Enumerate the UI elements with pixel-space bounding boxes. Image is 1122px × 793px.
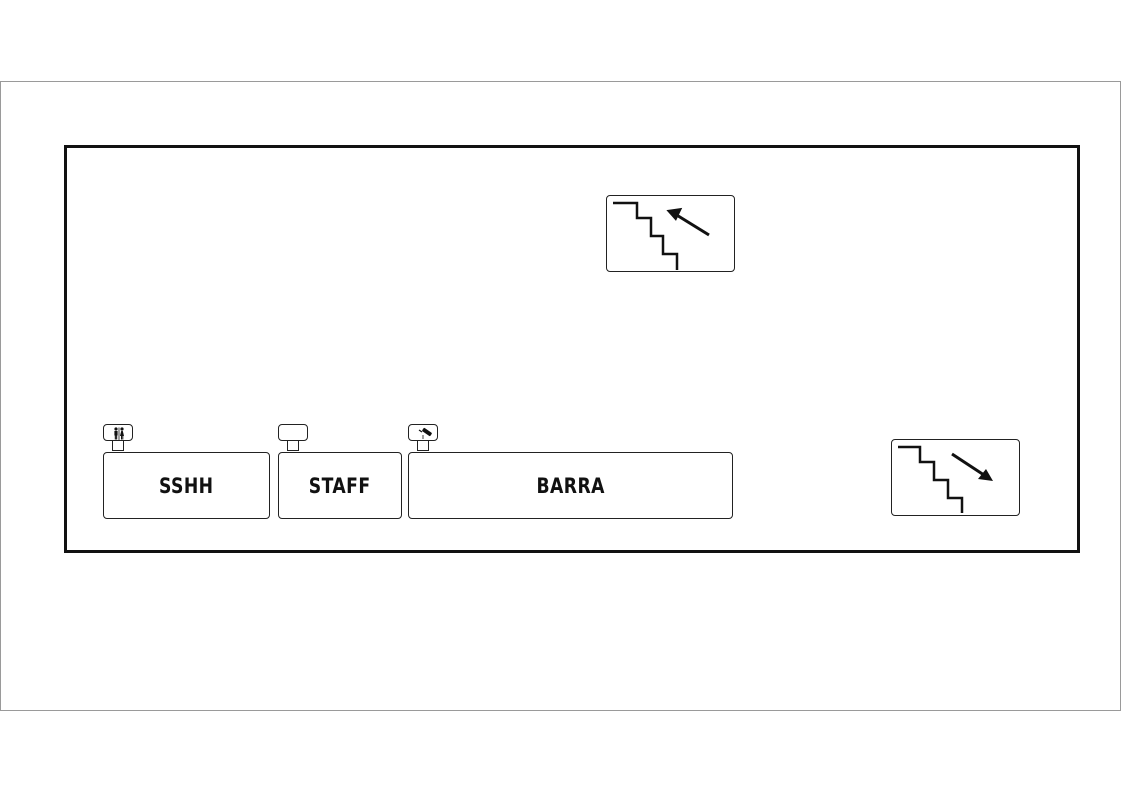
stairs-down-icon	[898, 445, 993, 513]
room-sshh: SSHH	[103, 452, 270, 519]
room-tag-sshh	[103, 424, 133, 441]
room-tag-stem-sshh	[112, 441, 124, 451]
stairs-down-sign	[891, 439, 1020, 516]
floor-plan-outline	[64, 145, 1080, 553]
drawing-sheet	[0, 81, 1121, 711]
bottle-pour-icon	[418, 427, 432, 439]
room-tag-stem-barra	[417, 441, 429, 451]
room-staff: STAFF	[278, 452, 402, 519]
restroom-icon	[114, 427, 124, 440]
room-barra: BARRA	[408, 452, 733, 519]
room-tag-stem-staff	[287, 441, 299, 451]
room-label-barra: BARRA	[536, 473, 605, 498]
room-tag-barra	[408, 424, 438, 441]
room-label-staff: STAFF	[309, 473, 371, 498]
stairs-up-icon	[613, 201, 710, 270]
room-label-sshh: SSHH	[159, 473, 214, 498]
stairs-up-sign	[606, 195, 735, 272]
room-tag-staff	[278, 424, 308, 441]
